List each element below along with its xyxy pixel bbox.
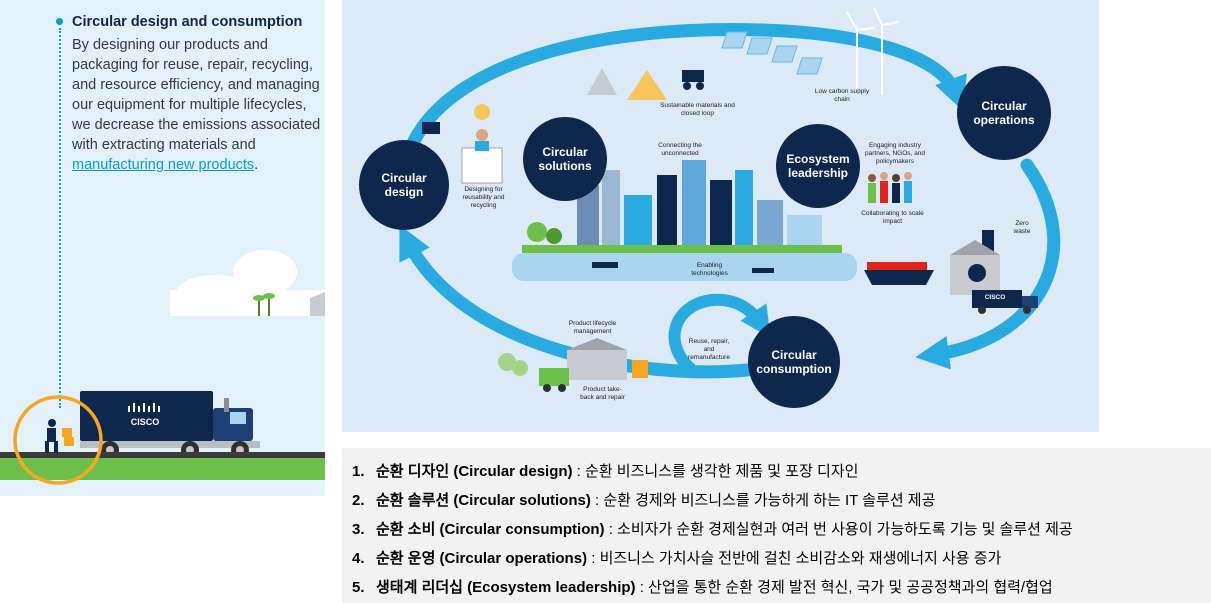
legend-term: 생태계 리더십 (Ecosystem leadership) bbox=[376, 579, 636, 596]
legend-term: 순환 솔루션 (Circular solutions) bbox=[376, 492, 591, 509]
label-collaborating: Collaborating to scale impact bbox=[861, 210, 924, 225]
worker-icon bbox=[45, 419, 74, 453]
label-circular-consumption: Circular consumption bbox=[756, 348, 832, 376]
label-zero-waste: Zero waste bbox=[1013, 220, 1031, 235]
road bbox=[0, 452, 325, 458]
label-circular-design: Circular design bbox=[381, 171, 427, 199]
timeline-line bbox=[59, 28, 61, 408]
designer-desk-icon bbox=[422, 104, 503, 184]
cloud-icon bbox=[170, 250, 325, 316]
timeline-dot bbox=[56, 18, 63, 25]
legend-item: 4. 순환 운영 (Circular operations) : 비즈니스 가치사… bbox=[352, 544, 1073, 573]
warehouse-icon bbox=[498, 338, 648, 392]
palm-tree-icon bbox=[253, 293, 275, 316]
arrow-design-to-operations bbox=[405, 23, 967, 152]
grass bbox=[0, 458, 325, 480]
cisco-truck-icon: CISCO bbox=[80, 391, 260, 459]
section-body-end: . bbox=[254, 157, 259, 173]
truck-logo-text: CISCO bbox=[131, 417, 160, 427]
truck-scene-illustration: CISCO bbox=[0, 250, 325, 485]
section-body-text: By designing our products and packaging … bbox=[72, 37, 321, 153]
legend-description: : 비즈니스 가치사슬 전반에 걸친 소비감소와 재생에너지 사용 증가 bbox=[587, 550, 1002, 567]
materials-pile-icon bbox=[587, 68, 704, 100]
legend-number: 5. bbox=[352, 579, 365, 596]
label-ecosystem-leadership: Ecosystem leadership bbox=[786, 152, 850, 180]
legend-description: : 순환 경제와 비즈니스를 가능하게 하는 IT 솔루션 제공 bbox=[590, 492, 936, 509]
people-group-icon bbox=[868, 172, 912, 203]
legend-description: : 순환 비즈니스를 생각한 제품 및 포장 디자인 bbox=[572, 463, 859, 480]
legend-number: 2. bbox=[352, 492, 365, 509]
circle-consumption bbox=[748, 316, 840, 408]
arrow-operations-to-consumption bbox=[915, 158, 1061, 370]
label-reuse: Reuse, repair, and remanufacture bbox=[688, 338, 730, 361]
cargo-ship-icon bbox=[864, 262, 934, 285]
legend-list: 1. 순환 디자인 (Circular design) : 순환 비즈니스를 생각… bbox=[352, 457, 1073, 602]
legend-term: 순환 운영 (Circular operations) bbox=[376, 550, 588, 567]
solar-panels-icon bbox=[721, 31, 823, 75]
legend-description: : 소비자가 순환 경제실현과 여러 번 사용이 가능하도록 기능 및 솔루션 … bbox=[604, 521, 1073, 538]
legend-term: 순환 디자인 (Circular design) bbox=[376, 463, 573, 480]
left-panel: Circular design and consumption By desig… bbox=[0, 0, 325, 496]
circle-solutions bbox=[523, 117, 607, 201]
label-connecting: Connecting the unconnected bbox=[658, 142, 702, 157]
circular-economy-diagram: Circular design Circular solutions Ecosy… bbox=[342, 0, 1099, 432]
arrow-reuse-loop bbox=[668, 293, 771, 376]
legend-box: 1. 순환 디자인 (Circular design) : 순환 비즈니스를 생각… bbox=[342, 448, 1211, 603]
label-sustainable-materials: Sustainable materials and closed loop bbox=[660, 102, 735, 117]
legend-item: 3. 순환 소비 (Circular consumption) : 소비자가 순환… bbox=[352, 515, 1073, 544]
legend-item: 5. 생태계 리더십 (Ecosystem leadership) : 산업을 통… bbox=[352, 573, 1073, 602]
label-low-carbon: Low carbon supply chain bbox=[814, 88, 870, 103]
label-circular-solutions: Circular solutions bbox=[538, 145, 592, 173]
factory-icon bbox=[950, 230, 1000, 295]
legend-item: 1. 순환 디자인 (Circular design) : 순환 비즈니스를 생각… bbox=[352, 457, 1073, 486]
legend-number: 4. bbox=[352, 550, 365, 567]
highlight-circle bbox=[13, 395, 103, 485]
label-circular-operations: Circular operations bbox=[973, 99, 1035, 127]
label-designing: Designing for reusability and recycling bbox=[462, 186, 505, 209]
section-body: By designing our products and packaging … bbox=[72, 35, 322, 175]
circle-ecosystem bbox=[776, 124, 860, 208]
circle-operations bbox=[957, 66, 1051, 160]
diagram-artwork bbox=[359, 7, 1061, 408]
wind-turbine-icon bbox=[846, 7, 899, 95]
label-takeback: Product take-back and repair bbox=[580, 386, 625, 401]
label-engaging: Engaging industry partners, NGOs, and po… bbox=[865, 142, 925, 165]
label-plm: Product lifecycle management bbox=[568, 320, 617, 335]
label-enabling: Enabling technologies bbox=[691, 262, 728, 277]
delivery-truck-icon bbox=[972, 290, 1038, 314]
legend-term: 순환 소비 (Circular consumption) bbox=[376, 521, 605, 538]
manufacturing-link[interactable]: manufacturing new products bbox=[72, 157, 255, 173]
label-diagram-truck-logo: CISCO bbox=[984, 294, 1006, 301]
building-icon bbox=[310, 292, 325, 316]
legend-description: : 산업을 통한 순환 경제 발전 혁신, 국가 및 공공정책과의 협력/협업 bbox=[635, 579, 1053, 596]
circle-design bbox=[359, 140, 449, 230]
legend-item: 2. 순환 솔루션 (Circular solutions) : 순환 경제와 비… bbox=[352, 486, 1073, 515]
city-skyline-icon bbox=[512, 160, 857, 281]
legend-number: 3. bbox=[352, 521, 365, 538]
legend-number: 1. bbox=[352, 463, 365, 480]
section-title: Circular design and consumption bbox=[72, 14, 303, 30]
arrow-consumption-to-design bbox=[399, 224, 754, 379]
